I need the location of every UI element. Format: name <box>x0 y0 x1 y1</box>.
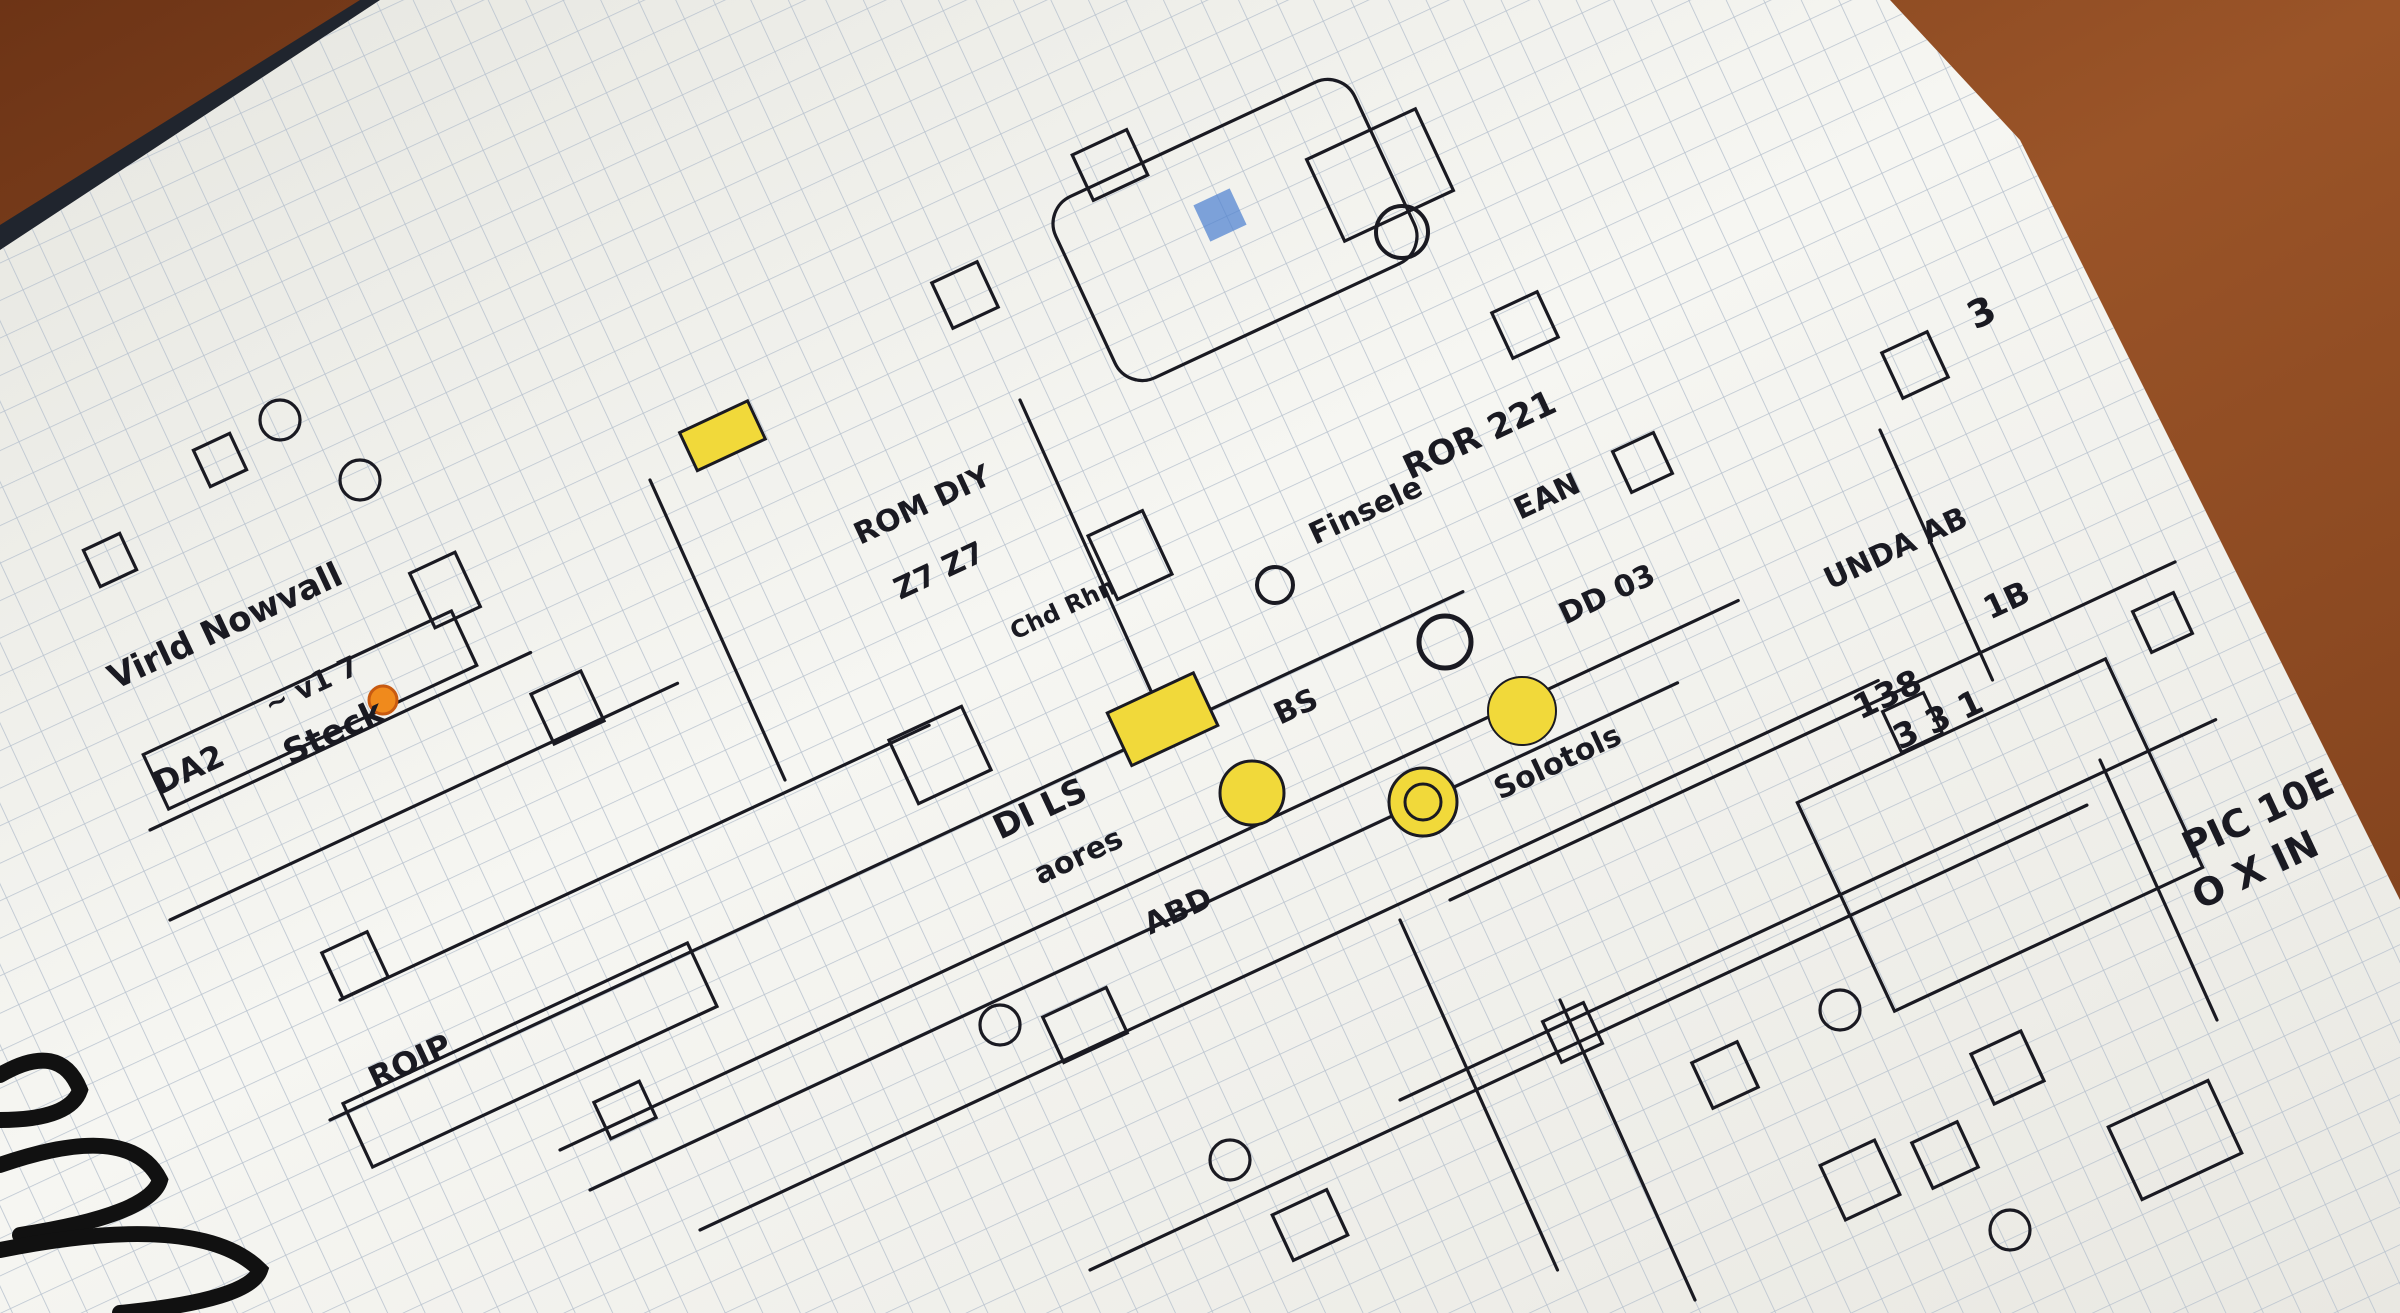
binding-ring <box>0 1137 169 1243</box>
yellow-node <box>1387 766 1459 838</box>
component-box <box>407 550 483 630</box>
component-box <box>81 531 139 589</box>
component-box <box>2130 590 2195 655</box>
component-box <box>929 259 1001 331</box>
diagram-wire <box>1878 428 1995 682</box>
diagram-wire <box>1558 998 1697 1302</box>
component-box <box>591 1079 659 1141</box>
diagram-wire <box>338 723 931 1002</box>
node-circle <box>1208 1138 1252 1182</box>
component-box <box>1818 1138 1902 1222</box>
component-box <box>191 431 249 489</box>
target-node <box>1255 565 1295 605</box>
orange-dot <box>367 684 399 716</box>
component-box <box>886 704 994 806</box>
yellow-node <box>1218 759 1286 827</box>
yellow-highlight-box <box>677 398 768 473</box>
diagram-wire <box>168 681 680 922</box>
yellow-node <box>1487 676 1557 746</box>
component-box <box>1610 430 1675 495</box>
target-node <box>1374 204 1430 260</box>
diagram-wire <box>698 678 1880 1232</box>
target-node <box>1416 613 1474 671</box>
diagram-wire <box>648 478 787 782</box>
node-circle <box>258 398 302 442</box>
binding-ring <box>0 1052 89 1128</box>
target-node <box>1403 782 1443 822</box>
component-box <box>319 929 391 1001</box>
component-box <box>1879 329 1951 401</box>
node-circle <box>1988 1208 2032 1252</box>
node-circle <box>978 1003 1022 1047</box>
yellow-highlight-box <box>1105 670 1220 768</box>
component-box <box>1968 1028 2047 1107</box>
diagram-wire <box>1448 560 2177 902</box>
component-box <box>528 668 607 747</box>
spiral-binding <box>0 1052 270 1313</box>
node-circle <box>1818 988 1862 1032</box>
diagram-wire <box>1018 398 1157 702</box>
module-outline <box>141 608 479 812</box>
component-box <box>1040 985 1130 1065</box>
component-box <box>1085 508 1175 602</box>
component-box <box>1270 1187 1350 1263</box>
blue-mark <box>1193 188 1247 242</box>
diagram-wire <box>1398 718 2218 1102</box>
component-box <box>1540 1000 1605 1065</box>
hand-drawn-diagram <box>81 77 2244 1302</box>
component-box <box>2106 1078 2244 1202</box>
node-circle <box>338 458 382 502</box>
component-box <box>1909 1119 1981 1191</box>
diagram-wire <box>328 590 1465 1122</box>
component-box <box>1689 1039 1761 1111</box>
component-box <box>1070 127 1150 203</box>
module-outline <box>1051 77 1419 383</box>
diagram-wire <box>1398 918 1560 1272</box>
diagram-wire <box>2098 758 2219 1022</box>
module-outline <box>1795 656 2205 1014</box>
diagram-wire <box>1088 803 2089 1272</box>
module-outline <box>340 940 720 1170</box>
diagram-wire <box>148 650 533 832</box>
diagram-wire <box>588 681 1680 1192</box>
component-box <box>1304 106 1456 244</box>
binding-ring <box>0 1226 270 1313</box>
component-box <box>1489 289 1561 361</box>
